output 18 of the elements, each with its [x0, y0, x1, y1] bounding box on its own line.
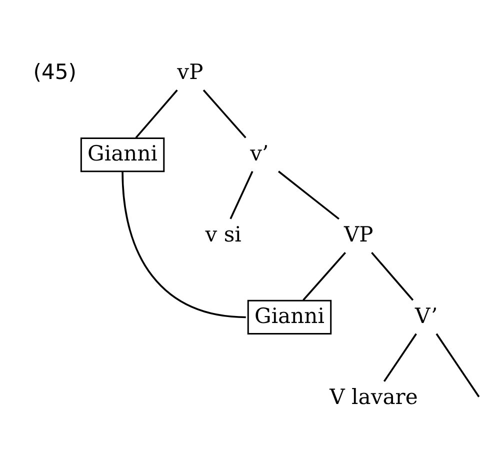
node-text: vP: [177, 58, 204, 84]
connector: [371, 252, 414, 300]
node-text: v si: [205, 221, 242, 246]
connector: [122, 170, 246, 318]
connector: [302, 252, 346, 300]
node-box: Gianni: [247, 299, 332, 334]
node-text: VP: [344, 221, 374, 246]
node-text: v’: [250, 140, 269, 165]
node-box: Gianni: [80, 136, 165, 172]
node-text: V lavare: [330, 384, 418, 409]
connector: [436, 332, 480, 397]
connector: [135, 89, 178, 138]
label: (45): [33, 58, 76, 84]
node-text: V’: [415, 302, 438, 328]
connector: [202, 89, 246, 138]
connector: [278, 170, 340, 220]
connector: [230, 170, 254, 219]
connector: [383, 332, 417, 382]
